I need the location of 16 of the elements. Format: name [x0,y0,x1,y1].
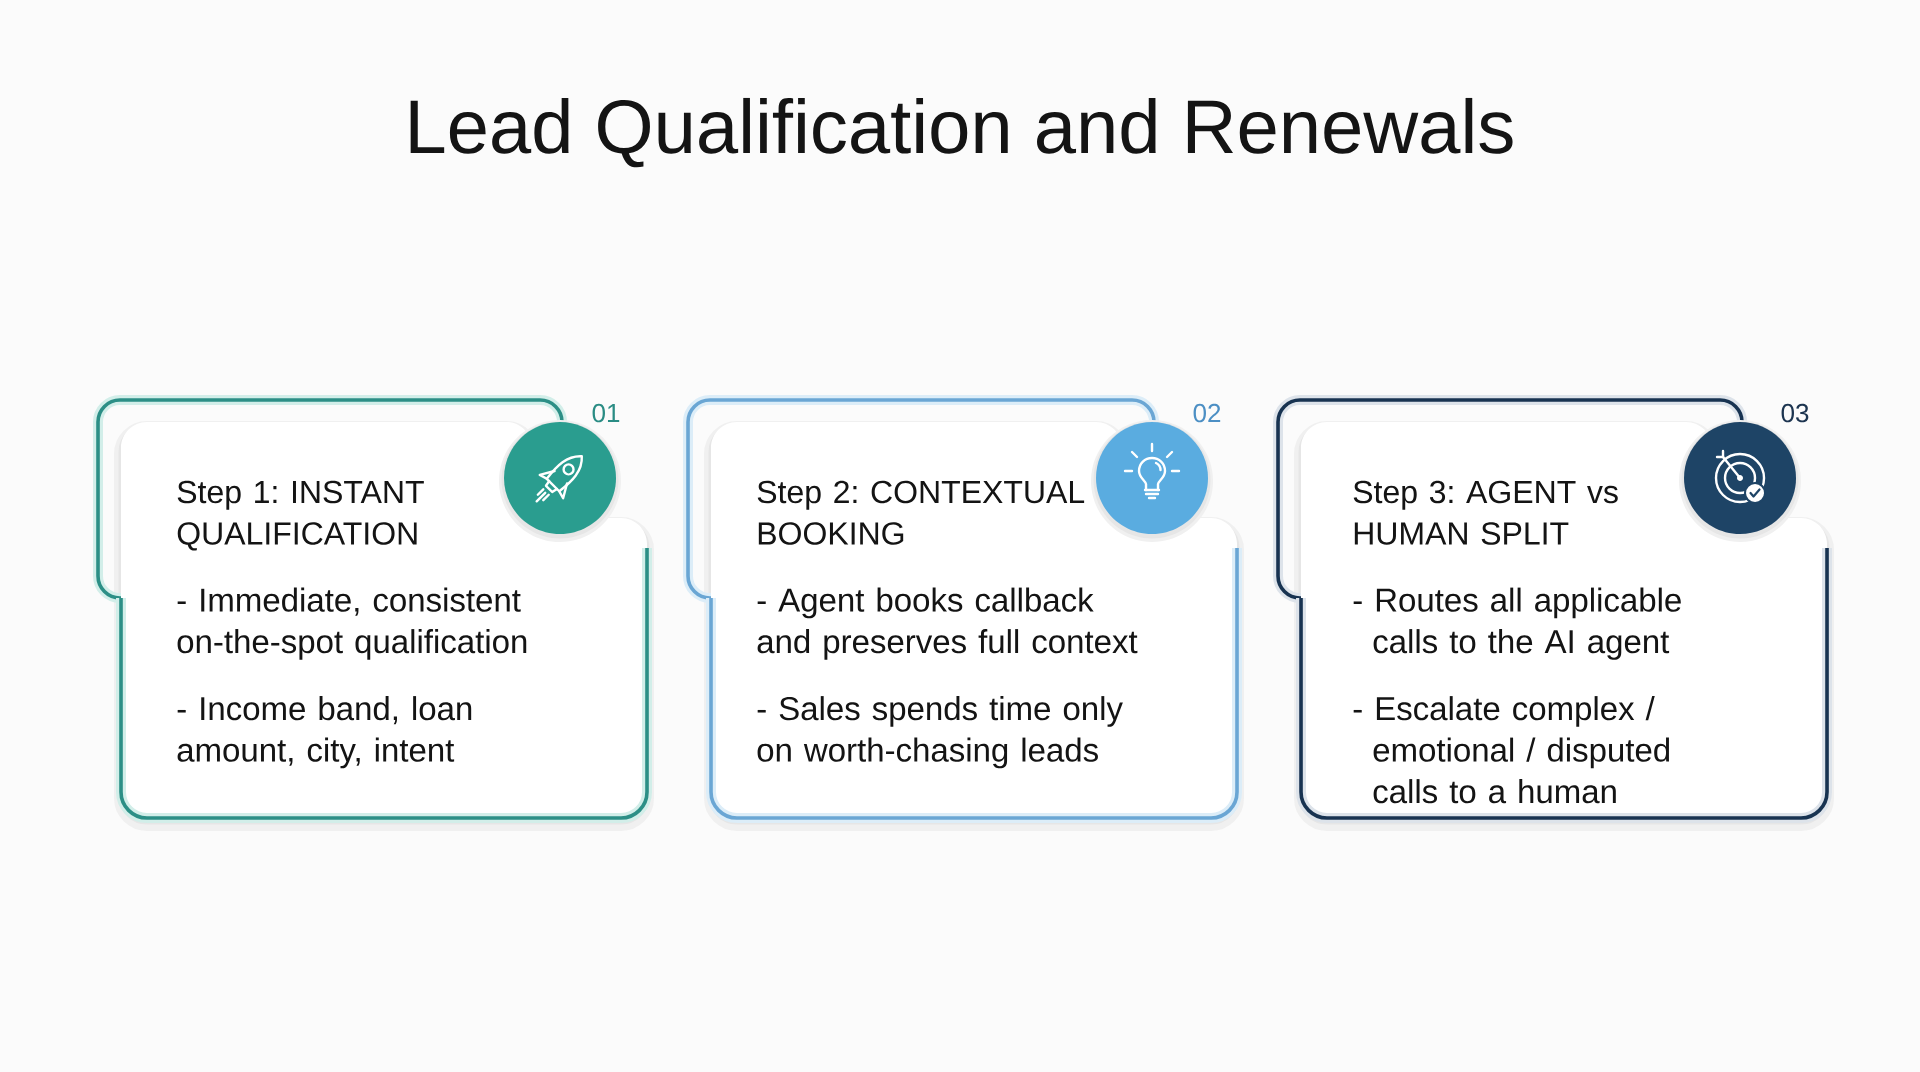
bullet-point: - Escalate complex / emotional / disputed calls to a human [1353,696,1670,804]
bullet-point: - Immediate, consistent on-the-spot qualification [177,587,527,660]
step-number: 03 [1781,403,1809,423]
step-number: 01 [592,403,620,423]
bullet-point: - Agent books callback and preserves full context [757,587,1138,660]
step-card [93,395,654,831]
title: Lead Qualification and Renewals [410,97,1513,168]
step-heading: Step 2: CONTEXTUAL BOOKING [757,480,1085,545]
step-card [683,395,1244,831]
step-card [1273,395,1834,831]
bullet-point: - Sales spends time only on worth-chasing leads [757,696,1123,769]
bullet-point: - Routes all applicable calls to the AI agent [1353,587,1681,660]
bullet-point: - Income band, loan amount, city, intent [177,696,472,769]
step-heading: Step 3: AGENT vs HUMAN SPLIT [1353,480,1618,545]
step-number: 02 [1193,403,1221,423]
step-heading: Step 1: INSTANT QUALIFICATION [177,480,424,551]
